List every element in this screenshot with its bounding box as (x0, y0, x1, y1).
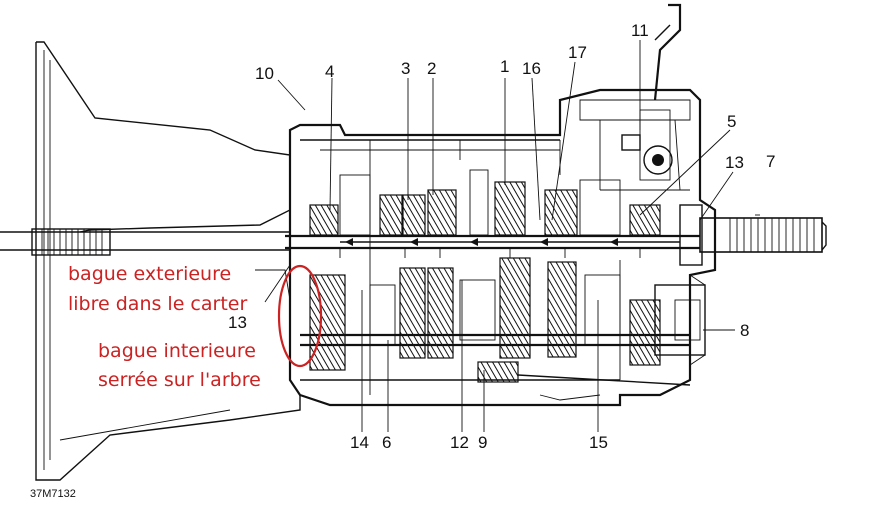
callout-14: 14 (350, 433, 369, 452)
annotation-outer-ring-line1: bague exterieure (68, 263, 231, 285)
callout-9: 9 (478, 433, 487, 452)
main-shaft (285, 234, 700, 258)
callout-11: 11 (631, 21, 649, 40)
bearing-highlight-ellipse (277, 264, 323, 368)
callout-8: 8 (740, 321, 749, 340)
output-shaft (679, 204, 827, 266)
output-housing (654, 274, 706, 366)
reference-code: 37M7132 (30, 488, 76, 500)
layshaft (300, 257, 690, 371)
callout-7: 7 (766, 152, 775, 171)
callout-5: 5 (727, 112, 736, 131)
input-shaft (0, 228, 290, 256)
callout-4: 4 (325, 62, 334, 81)
annotation-inner-ring-line1: bague interieure (98, 340, 256, 362)
bell-housing (35, 41, 301, 481)
callout-3: 3 (401, 59, 410, 78)
callout-labels: 10 4 3 2 1 16 17 11 5 13 7 8 13 14 6 12 … (228, 21, 775, 452)
callout-15: 15 (589, 433, 608, 452)
callout-16: 16 (522, 59, 541, 78)
callout-12: 12 (450, 433, 469, 452)
callout-13-left: 13 (228, 313, 247, 332)
callout-13-right: 13 (725, 153, 744, 172)
annotation-outer-ring-line2: libre dans le carter (68, 293, 247, 315)
gearbox-casing (288, 88, 717, 407)
callout-2: 2 (427, 59, 436, 78)
bearing-annotations: bague exterieure libre dans le carter ba… (68, 263, 261, 391)
bottom-parts (477, 361, 691, 401)
callout-10: 10 (255, 64, 274, 83)
upper-gears (309, 169, 661, 236)
callout-17: 17 (568, 43, 587, 62)
callout-1: 1 (500, 57, 509, 76)
selector-mechanism (599, 3, 682, 191)
leader-lines (264, 40, 760, 432)
callout-6: 6 (382, 433, 391, 452)
annotation-inner-ring-line2: serrée sur l'arbre (98, 369, 261, 391)
